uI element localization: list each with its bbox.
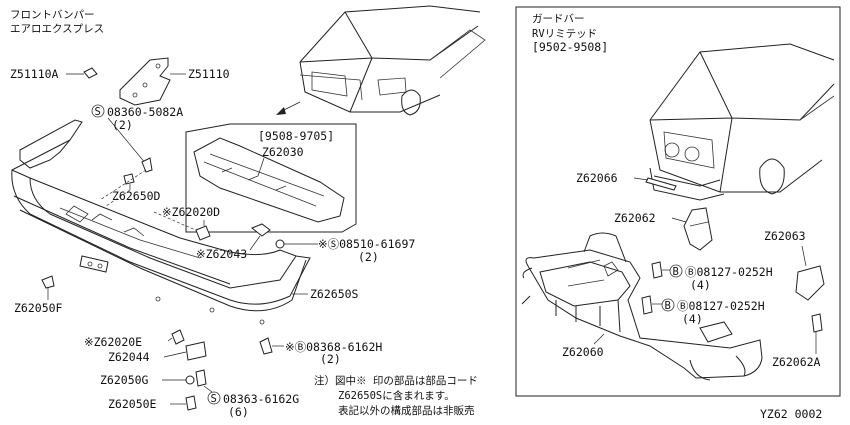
label-bolt-6162h: ※Ⓑ08368-6162H	[285, 340, 382, 354]
label-z62044: Z62044	[108, 350, 150, 364]
label-z62062a: Z62062A	[772, 355, 821, 369]
s-circle-icon	[91, 104, 105, 118]
bolt-0252h-b	[641, 295, 653, 315]
label-z62066: Z62066	[576, 171, 618, 185]
right-title-line1: ガードバー	[532, 13, 585, 25]
inset-date-range: [9508-9705]	[258, 129, 334, 143]
svg-text:B: B	[665, 300, 671, 312]
screw-6162g	[195, 369, 207, 387]
screw-z62050e	[185, 395, 197, 411]
clip-part	[123, 173, 135, 185]
label-z62063: Z62063	[764, 229, 806, 243]
label-z62020e: ※Z62020E	[84, 335, 142, 349]
footer-code: YZ62 0002	[760, 407, 822, 421]
b-circle-icon	[661, 298, 675, 312]
washer-part	[185, 375, 195, 385]
right-panel: ガードバー RVリミテッド [9502-9508] Z62066 Z62062 …	[515, 6, 841, 397]
svg-text:S: S	[95, 106, 101, 118]
bumper-z62650s	[11, 119, 311, 325]
label-z62050f: Z62050F	[14, 301, 63, 315]
label-z62650s: Z62650S	[310, 287, 359, 301]
left-panel: フロントバンパー エアロエクスプレス Z51110A Z51110 S 0836	[10, 5, 486, 419]
label-z51110a: Z51110A	[10, 67, 59, 81]
label-bolt-5082a: 08360-5082A	[107, 105, 183, 119]
vehicle-guardbar-sketch	[649, 43, 835, 201]
label-z62050e: Z62050E	[108, 397, 157, 411]
label-z51110: Z51110	[188, 67, 230, 81]
right-title-line3: [9502-9508]	[532, 40, 608, 54]
inset-part-z62030: Z62030	[262, 145, 304, 159]
label-z62020d: ※Z62020D	[162, 205, 220, 219]
clip-z62043	[251, 223, 271, 237]
guardbar-z62060	[521, 232, 763, 381]
right-title-line2: RVリミテッド	[532, 28, 597, 40]
label-bolt-6162g: 08363-6162G	[223, 392, 299, 406]
s-circle-icon	[207, 391, 221, 405]
screw-part	[141, 157, 153, 173]
label-z62043: ※Z62043	[196, 247, 247, 261]
bolt-z62062a	[811, 313, 823, 333]
label-bolt-0252h-b: Ⓑ08127-0252H	[677, 299, 765, 313]
label-qty-6: (6)	[228, 405, 249, 419]
label-z62050g: Z62050G	[100, 373, 149, 387]
note-line2: Z62650Sに含まれます。	[338, 389, 455, 402]
clip-z62020e	[171, 329, 185, 345]
bolt-6162h	[259, 337, 273, 355]
svg-text:B: B	[673, 266, 679, 278]
nut-part	[275, 239, 285, 249]
bolt-0252h-a	[651, 261, 663, 279]
label-z62062: Z62062	[614, 211, 656, 225]
label-bolt-61697: ※Ⓢ08510-61697	[318, 237, 415, 251]
inset-reinforcement: [9508-9705] Z62030	[185, 123, 357, 233]
label-qty-2c: (2)	[320, 352, 341, 366]
label-qty-2b: (2)	[358, 250, 379, 264]
label-qty-2a: (2)	[112, 118, 133, 132]
arrow-head-icon	[276, 107, 286, 115]
right-panel-frame	[515, 6, 841, 397]
label-qty-4b: (4)	[682, 312, 703, 326]
vehicle-front-sketch	[299, 5, 486, 116]
label-z62650d: Z62650D	[112, 189, 161, 203]
b-circle-icon	[669, 264, 683, 278]
bracket-z62063	[795, 265, 825, 301]
clip-z62020d	[195, 225, 211, 241]
svg-text:S: S	[211, 393, 217, 405]
label-z62060: Z62060	[562, 345, 604, 359]
bracket-z62044	[185, 341, 207, 361]
bracket-z51110	[83, 57, 171, 106]
left-title-line1: フロントバンパー	[10, 9, 95, 21]
note-line1: 注）図中※ 印の部品は部品コード	[314, 374, 478, 387]
left-title-line2: エアロエクスプレス	[10, 23, 104, 35]
screw-z62050f	[41, 275, 55, 289]
note-line3: 表記以外の構成部品は非販売	[338, 404, 475, 417]
strip-z62066	[645, 177, 677, 191]
label-bolt-0252h-a: Ⓑ08127-0252H	[685, 265, 773, 279]
bracket-z62062	[683, 207, 713, 251]
label-qty-4a: (4)	[690, 278, 711, 292]
